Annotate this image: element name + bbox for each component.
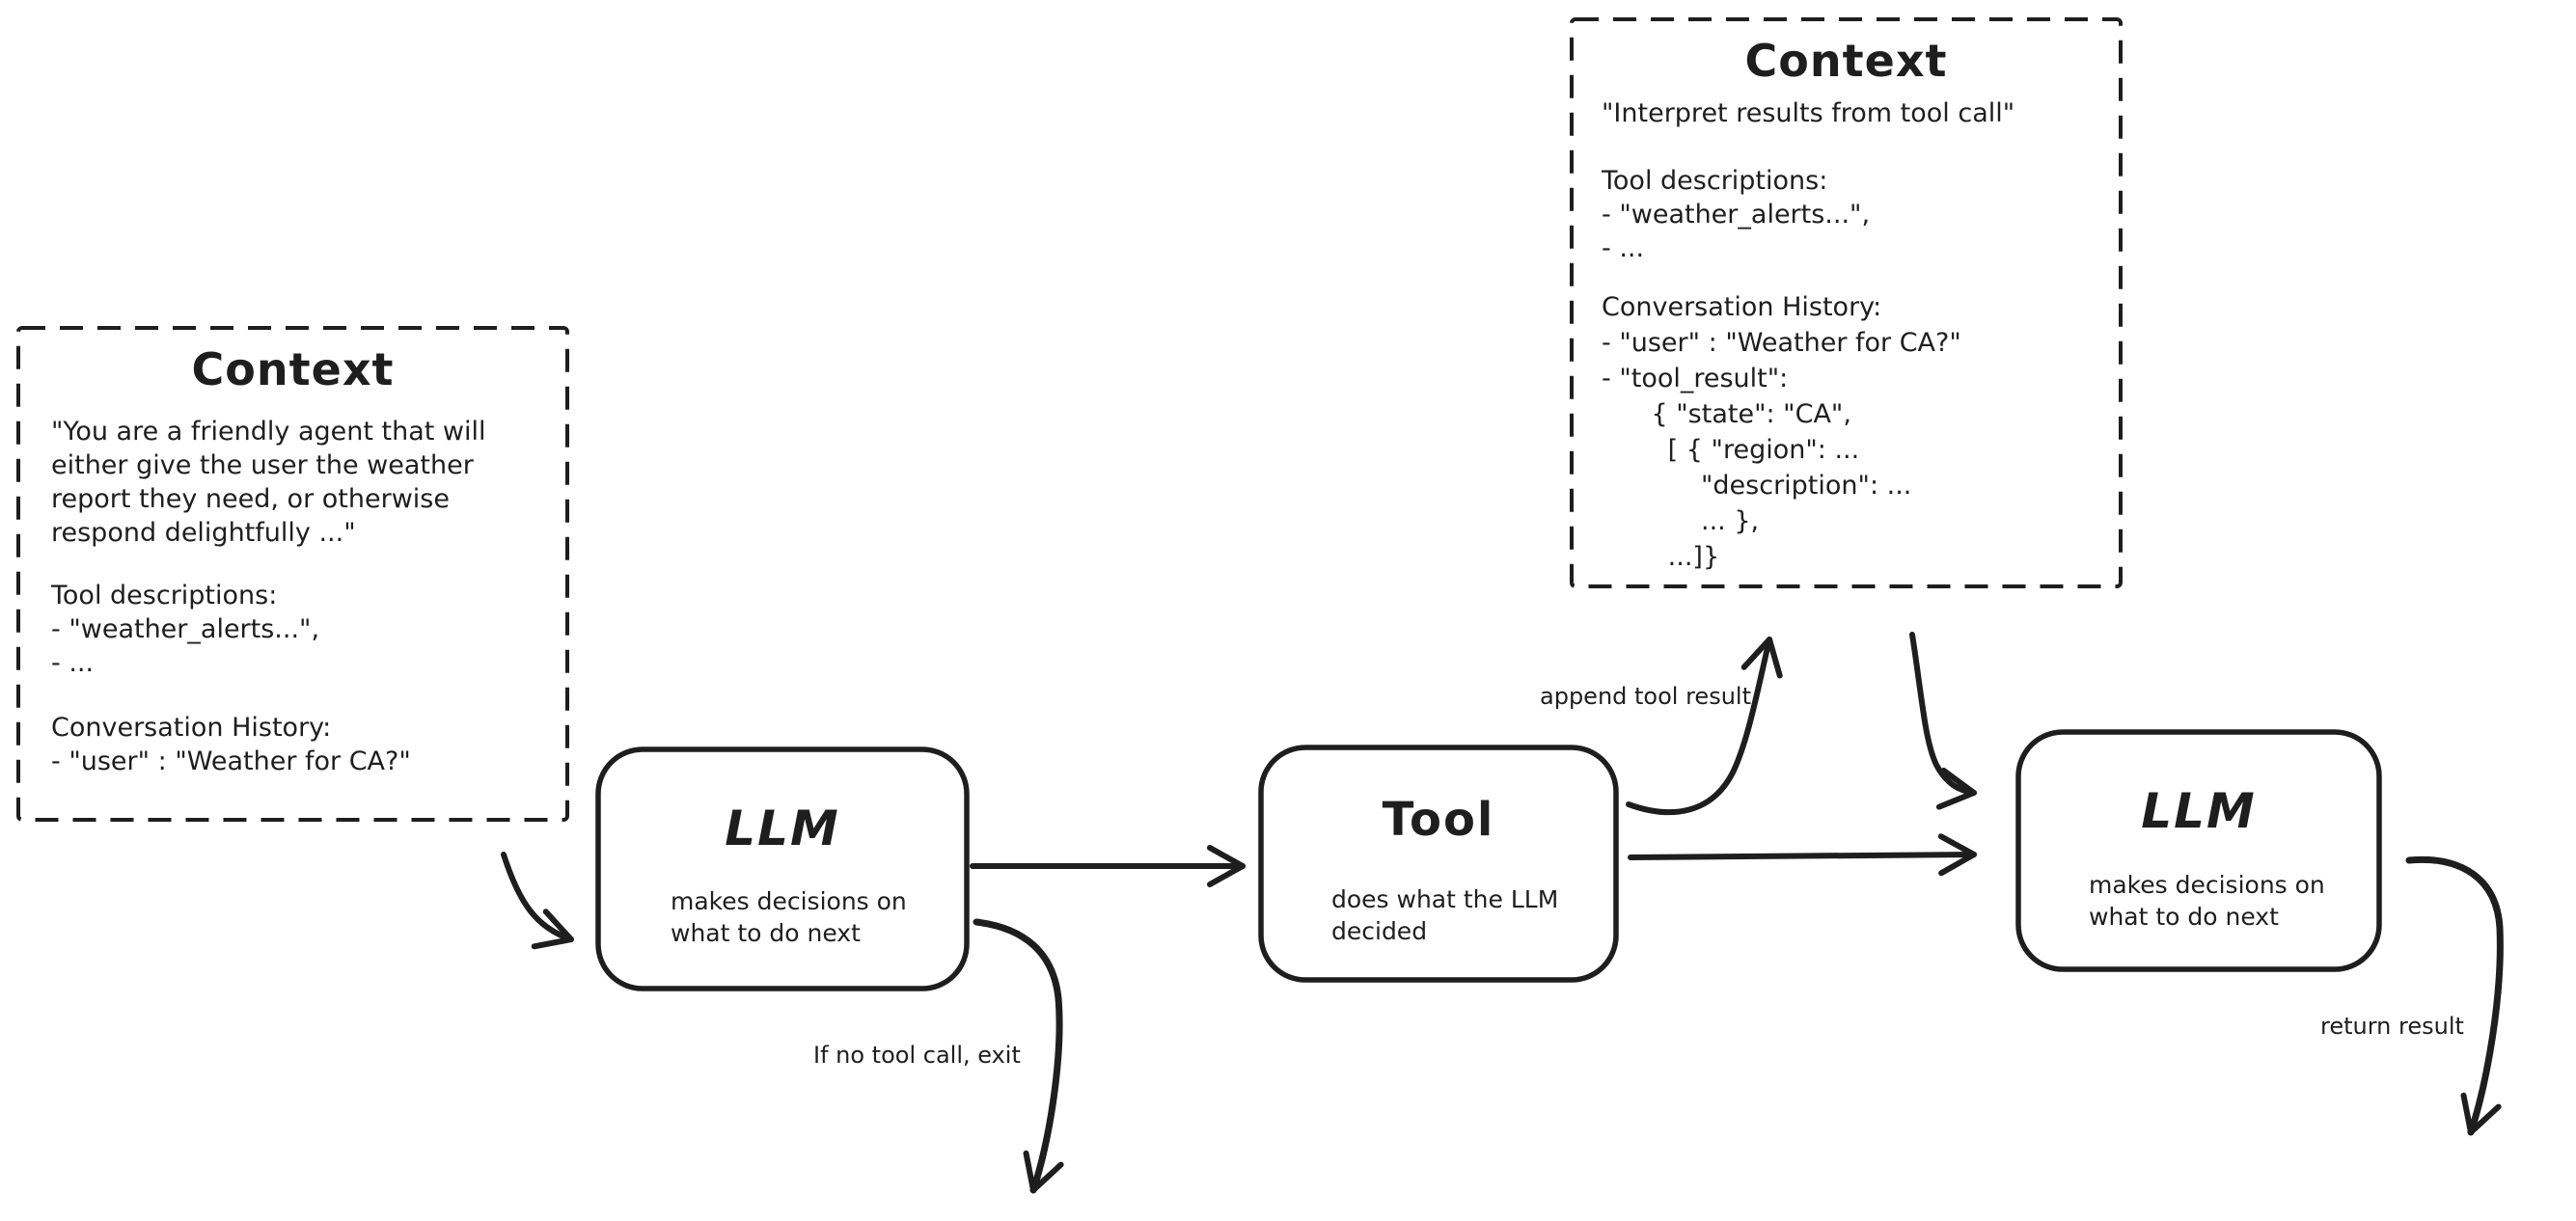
context-box-left-outline	[16, 326, 569, 822]
arrow-tool-to-llm2	[1628, 833, 1977, 877]
append-tool-result-label: append tool result	[1540, 683, 1751, 710]
llm1-node-title: LLM	[725, 800, 840, 856]
arrow-llm1-exit	[973, 918, 1064, 1194]
tool-node-subtitle: does what the LLM decided	[1331, 885, 1559, 945]
context-right-tool-descriptions: Tool descriptions: - "weather_alerts..."…	[1602, 166, 1871, 263]
arrow-llm2-return	[2405, 855, 2504, 1136]
tool-node-title: Tool	[1382, 793, 1495, 847]
context-right-conversation-history: Conversation History: - "user" : "Weathe…	[1602, 292, 1961, 572]
context-box-right-outline	[1570, 17, 2123, 588]
arrow-context-left-to-llm1	[501, 852, 574, 950]
llm1-node-outline	[595, 746, 970, 991]
return-result-label: return result	[2320, 1013, 2464, 1040]
context-left-title: Context	[191, 343, 395, 395]
context-left-tool-descriptions: Tool descriptions: - "weather_alerts..."…	[51, 581, 320, 678]
context-right-title: Context	[1744, 35, 1948, 87]
arrow-context-to-llm2	[1909, 632, 1977, 810]
context-left-conversation-history: Conversation History: - "user" : "Weathe…	[51, 713, 411, 776]
arrow-tool-to-context-append	[1626, 637, 1783, 816]
llm2-node-title: LLM	[2141, 783, 2257, 839]
llm2-node-subtitle: makes decisions on what to do next	[2089, 871, 2325, 931]
context-left-system-prompt: "You are a friendly agent that will eith…	[51, 417, 486, 548]
no-tool-call-exit-label: If no tool call, exit	[813, 1042, 1021, 1069]
llm2-node-outline	[2015, 729, 2382, 972]
tool-node-outline	[1258, 745, 1619, 983]
llm1-node-subtitle: makes decisions on what to do next	[671, 887, 907, 947]
context-right-system-prompt: "Interpret results from tool call"	[1602, 98, 2015, 128]
